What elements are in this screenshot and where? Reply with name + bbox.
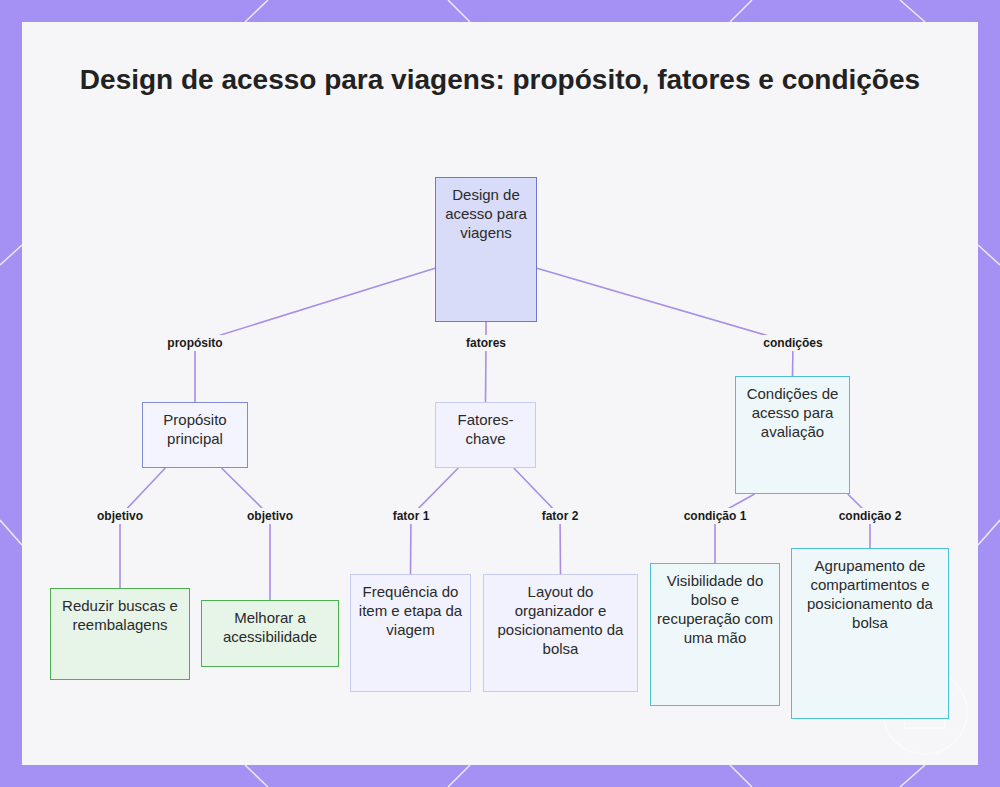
node-text: Frequência do item e etapa da viagem — [357, 582, 464, 639]
concept-box: Layout do organizador e posicionamento d… — [483, 574, 638, 692]
concept-box: Frequência do item e etapa da viagem — [350, 574, 471, 692]
node-text: Propósito principal — [149, 410, 241, 448]
tree-connector — [537, 268, 793, 376]
edge-label: fator 2 — [539, 508, 582, 524]
node-text: Agrupamento de compartimentos e posicion… — [798, 556, 942, 632]
panel — [22, 22, 978, 765]
edge-label: condições — [760, 335, 825, 351]
concept-box: Melhorar a acessibilidade — [201, 600, 339, 667]
concept-box: Agrupamento de compartimentos e posicion… — [791, 548, 949, 719]
edge-label: condição 2 — [836, 508, 905, 524]
tree-connector — [222, 468, 271, 600]
concept-box: Reduzir buscas e reembalagens — [50, 588, 190, 680]
node-text: Fatores-chave — [442, 410, 529, 448]
node-text: Reduzir buscas e reembalagens — [57, 596, 183, 634]
diagram-title: Design de acesso para viagens: propósito… — [22, 62, 978, 98]
tree-connector — [120, 468, 165, 588]
node-text: Melhorar a acessibilidade — [208, 608, 332, 646]
edge-label: condição 1 — [681, 508, 750, 524]
concept-box: Fatores-chave — [435, 402, 536, 468]
edge-label: fatores — [463, 335, 509, 351]
node-text: Layout do organizador e posicionamento d… — [490, 582, 631, 658]
node-text: Design de acesso para viagens — [442, 185, 530, 242]
concept-box: Visibilidade do bolso e recuperação com … — [650, 563, 780, 706]
tree-connector — [195, 268, 435, 402]
concept-box: Propósito principal — [142, 402, 248, 468]
edge-label: objetivo — [94, 508, 146, 524]
tree-connector — [485, 322, 487, 402]
node-text: Condições de acesso para avaliação — [742, 384, 843, 441]
edge-label: objetivo — [244, 508, 296, 524]
tree-connector — [715, 494, 755, 563]
edge-label: propósito — [164, 335, 225, 351]
edge-label: fator 1 — [390, 508, 433, 524]
root-box: Design de acesso para viagens — [435, 177, 537, 322]
node-text: Visibilidade do bolso e recuperação com … — [657, 571, 773, 647]
concept-box: Condições de acesso para avaliação — [735, 376, 850, 494]
